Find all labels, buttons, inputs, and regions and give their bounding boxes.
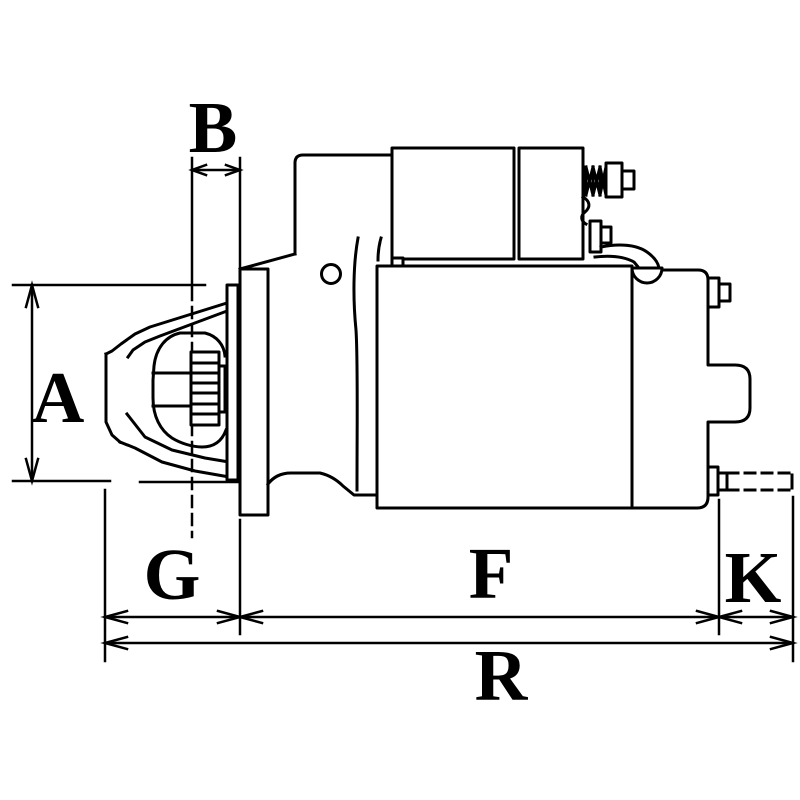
solenoid-cap xyxy=(517,146,585,261)
arrow-a-down xyxy=(24,457,40,486)
solenoid-cap-contour xyxy=(580,194,591,227)
strap-upper-line xyxy=(599,243,661,270)
label-b: B xyxy=(189,87,238,168)
starter-motor-outline xyxy=(103,146,794,517)
arrow-r-right xyxy=(769,635,798,651)
label-a: A xyxy=(32,357,85,438)
drive-end-bracket xyxy=(238,153,394,497)
clutch-opening-contour xyxy=(151,331,228,449)
through-bolt-top-head xyxy=(717,282,732,303)
front-plate xyxy=(225,283,240,482)
solenoid-body xyxy=(390,146,516,261)
arrow-k-left xyxy=(714,609,743,625)
arrow-a-up xyxy=(24,280,40,309)
pinion-retainer xyxy=(217,364,227,414)
nose-upper-inner-line xyxy=(125,309,229,360)
label-k: K xyxy=(725,537,782,618)
solenoid-foot xyxy=(390,256,405,268)
nose-upper-outer-line xyxy=(103,301,229,357)
solenoid xyxy=(390,146,636,268)
strap-lower-line xyxy=(593,254,642,271)
strap-clip-tab xyxy=(630,266,664,285)
bracket-chamfer xyxy=(238,252,297,271)
commutator-end-cap xyxy=(630,266,794,510)
terminal-nut xyxy=(604,161,624,199)
arrow-b-left xyxy=(188,163,208,177)
end-cap-outline xyxy=(630,268,752,510)
through-bolt-top xyxy=(706,276,721,309)
dimension-lines xyxy=(11,156,798,663)
bracket-seam-line xyxy=(352,236,360,492)
label-f: F xyxy=(469,533,514,614)
arrow-f-left xyxy=(235,609,264,625)
pinion-gear-teeth xyxy=(189,361,221,416)
lower-terminal-nut xyxy=(599,225,613,245)
field-strap xyxy=(593,243,661,271)
body-lip-line xyxy=(376,236,383,262)
nose-lower-inner-line xyxy=(124,411,237,465)
nose-lower-outer-line xyxy=(118,440,237,480)
bracket-hole xyxy=(320,263,342,285)
through-bolt-bottom-head xyxy=(716,471,729,492)
arrow-b-right xyxy=(224,163,244,177)
bracket-bottom-edge xyxy=(265,471,379,497)
arrow-r-left xyxy=(100,635,129,651)
terminal-nut-end xyxy=(620,169,636,191)
arrow-k-right xyxy=(769,609,798,625)
lower-terminal-bolt xyxy=(588,219,603,254)
motor-body xyxy=(375,264,634,510)
arrow-g-left xyxy=(100,609,129,625)
mounting-flange xyxy=(238,267,270,517)
label-g: G xyxy=(144,534,201,615)
nose-left-face xyxy=(104,352,123,445)
label-r: R xyxy=(475,635,529,716)
bracket-top-edge xyxy=(293,153,394,256)
drive-end-housing xyxy=(103,301,237,480)
terminal-stud-threads xyxy=(584,165,608,197)
dimension-labels: B A G F K R xyxy=(32,87,782,716)
